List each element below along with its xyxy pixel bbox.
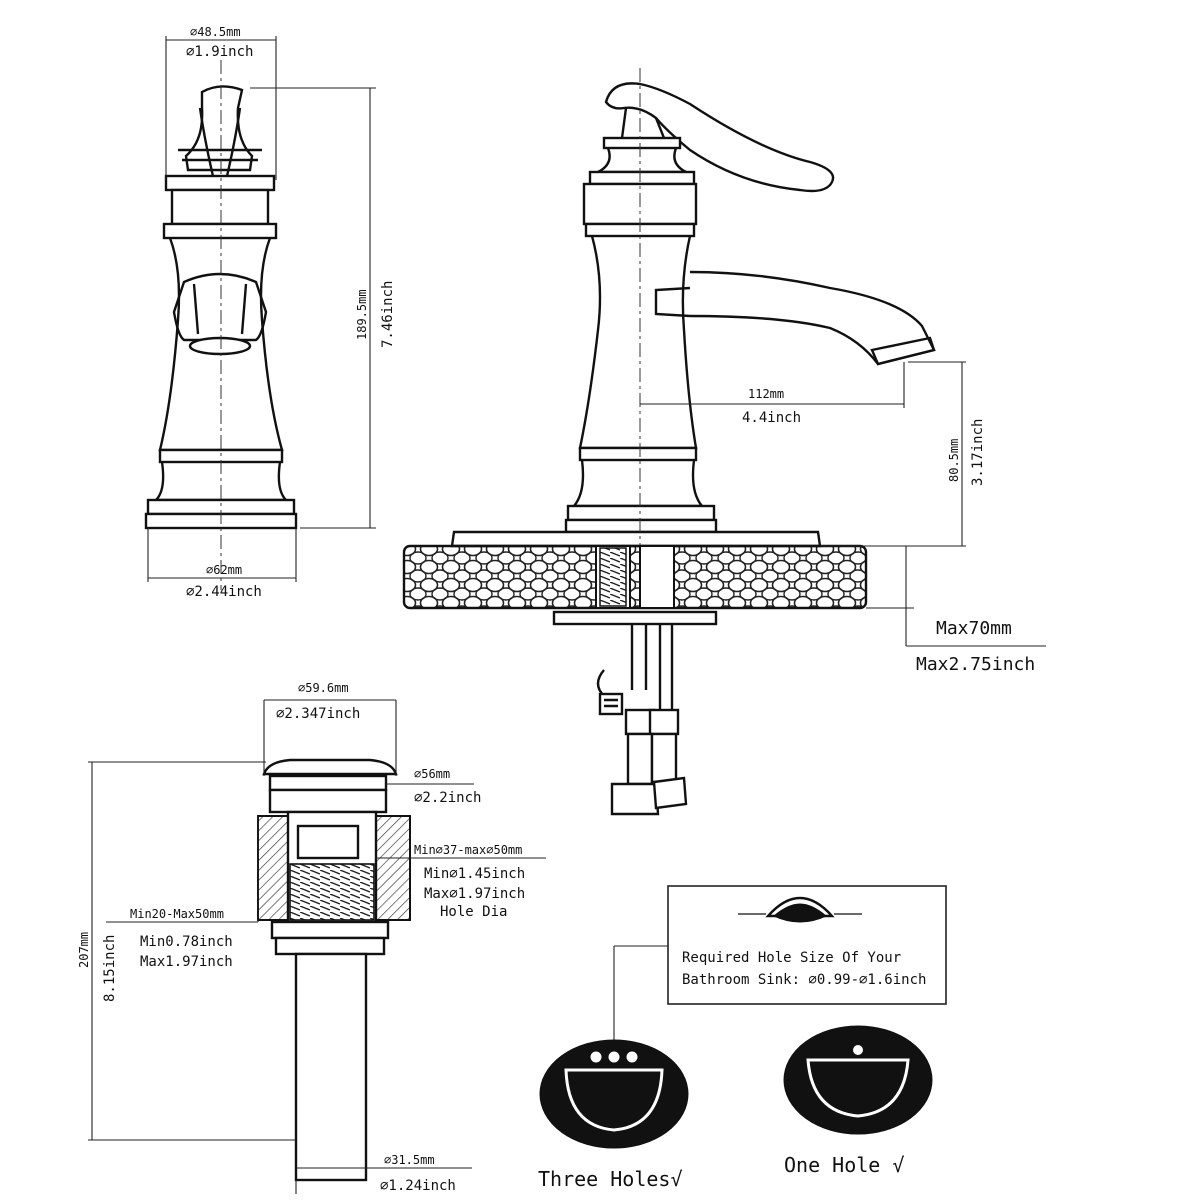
cap-diameter-mm: ⌀59.6mm: [298, 681, 349, 695]
cap-diameter-inch: ⌀2.347inch: [276, 706, 360, 722]
hole-min-inch: Min⌀1.45inch: [424, 866, 525, 882]
hole-size-line2: Bathroom Sink: ⌀0.99-⌀1.6inch: [682, 972, 926, 988]
front-view-dimensions: ⌀48.5mm ⌀1.9inch 189.5mm 7.46inch ⌀62mm …: [147, 25, 396, 600]
hole-size-callout: Required Hole Size Of Your Bathroom Sink…: [613, 885, 947, 1040]
reach-mm: 112mm: [748, 387, 784, 401]
deck-thickness-inch: Max2.75inch: [916, 654, 1035, 675]
pop-up-drain: [257, 758, 411, 1182]
spout-height-inch: 3.17inch: [970, 419, 986, 486]
flange-diameter-mm: ⌀56mm: [414, 767, 450, 781]
top-diameter-mm: ⌀48.5mm: [190, 25, 241, 39]
drain-dimensions: ⌀59.6mm ⌀2.347inch ⌀56mm ⌀2.2inch Min⌀37…: [77, 681, 546, 1194]
tail-diameter-mm: ⌀31.5mm: [384, 1153, 435, 1167]
reach-inch: 4.4inch: [742, 410, 801, 426]
top-diameter-inch: ⌀1.9inch: [186, 44, 253, 60]
tail-diameter-inch: ⌀1.24inch: [380, 1178, 456, 1194]
countertop-section: [402, 544, 868, 816]
hole-max-inch: Max⌀1.97inch: [424, 886, 525, 902]
faucet-side-view: [450, 68, 936, 610]
sink-thickness-min-inch: Min0.78inch: [140, 934, 233, 950]
one-hole-sink-icon: One Hole √: [783, 1025, 933, 1177]
sink-thickness-mm: Min20-Max50mm: [130, 907, 224, 921]
total-height-mm: 207mm: [77, 932, 91, 968]
height-inch: 7.46inch: [380, 281, 396, 348]
hole-diameter-mm: Min⌀37-max⌀50mm: [414, 843, 522, 857]
deck-thickness-mm: Max70mm: [936, 618, 1012, 639]
spout-height-mm: 80.5mm: [947, 439, 961, 482]
base-diameter-inch: ⌀2.44inch: [186, 584, 262, 600]
one-hole-label: One Hole √: [784, 1153, 904, 1177]
total-height-inch: 8.15inch: [102, 935, 118, 1002]
sink-thickness-max-inch: Max1.97inch: [140, 954, 233, 970]
hole-size-line1: Required Hole Size Of Your: [682, 950, 901, 966]
faucet-front-view: [144, 60, 298, 590]
side-view-dimensions: 112mm 4.4inch 80.5mm 3.17inch Max70mm Ma…: [640, 361, 1046, 675]
base-diameter-mm: ⌀62mm: [206, 563, 242, 577]
three-holes-label: Three Holes√: [538, 1167, 683, 1191]
height-mm: 189.5mm: [355, 289, 369, 340]
flange-diameter-inch: ⌀2.2inch: [414, 790, 481, 806]
three-hole-sink-icon: Three Holes√: [538, 1039, 689, 1191]
hole-dia-label: Hole Dia: [440, 904, 507, 920]
